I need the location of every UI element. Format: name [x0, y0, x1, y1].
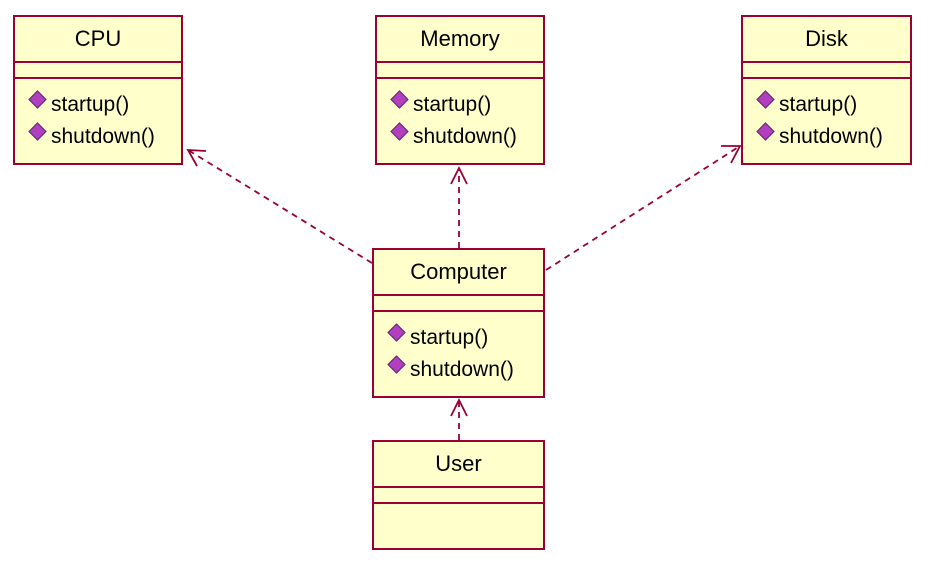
operation-label: startup() [779, 93, 858, 116]
operation-row[interactable]: startup() [387, 322, 543, 354]
operation-label: startup() [51, 93, 130, 116]
operation-label: startup() [410, 326, 489, 349]
attribute-compartment [374, 294, 543, 310]
class-name-disk: Disk [805, 26, 848, 51]
dependency-computer-to-disk [545, 145, 741, 271]
operation-label: shutdown() [413, 125, 517, 148]
operation-label: shutdown() [779, 125, 883, 148]
operation-compartment: startup() shutdown() [15, 77, 181, 153]
operation-label: startup() [413, 93, 492, 116]
public-operation-icon [390, 122, 409, 141]
arrowhead-disk [721, 145, 742, 164]
operation-compartment [374, 502, 543, 550]
class-name-memory: Memory [420, 26, 500, 51]
class-disk[interactable]: Disk startup() shutdown() [741, 15, 912, 165]
operation-compartment: startup() shutdown() [374, 310, 543, 386]
dependency-computer-to-cpu [187, 149, 373, 264]
attribute-compartment [743, 61, 910, 77]
operation-row[interactable]: shutdown() [756, 121, 910, 153]
operation-label: shutdown() [51, 125, 155, 148]
operation-row[interactable]: startup() [28, 89, 181, 121]
operation-compartment: startup() shutdown() [377, 77, 543, 153]
public-operation-icon [387, 323, 406, 342]
attribute-compartment [15, 61, 181, 77]
public-operation-icon [756, 122, 775, 141]
operation-label: shutdown() [410, 358, 514, 381]
attribute-compartment [377, 61, 543, 77]
public-operation-icon [390, 90, 409, 109]
arrowhead-computer [450, 397, 468, 417]
class-name-computer: Computer [410, 259, 507, 284]
public-operation-icon [28, 90, 47, 109]
class-memory[interactable]: Memory startup() shutdown() [375, 15, 545, 165]
class-name-cpu: CPU [74, 26, 122, 51]
class-user[interactable]: User [372, 440, 545, 550]
class-computer[interactable]: Computer startup() shutdown() [372, 248, 545, 398]
operation-row[interactable]: startup() [390, 89, 543, 121]
arrowhead-cpu [186, 149, 207, 167]
class-cpu[interactable]: CPU startup() shutdown() [13, 15, 183, 165]
attribute-compartment [374, 486, 543, 502]
public-operation-icon [387, 355, 406, 374]
public-operation-icon [756, 90, 775, 109]
operation-row[interactable]: startup() [756, 89, 910, 121]
arrowhead-memory [450, 165, 468, 185]
operation-row[interactable]: shutdown() [387, 354, 543, 386]
operation-row[interactable]: shutdown() [390, 121, 543, 153]
operation-compartment: startup() shutdown() [743, 77, 910, 153]
operation-row[interactable]: shutdown() [28, 121, 181, 153]
class-name-user: User [435, 451, 482, 476]
public-operation-icon [28, 122, 47, 141]
